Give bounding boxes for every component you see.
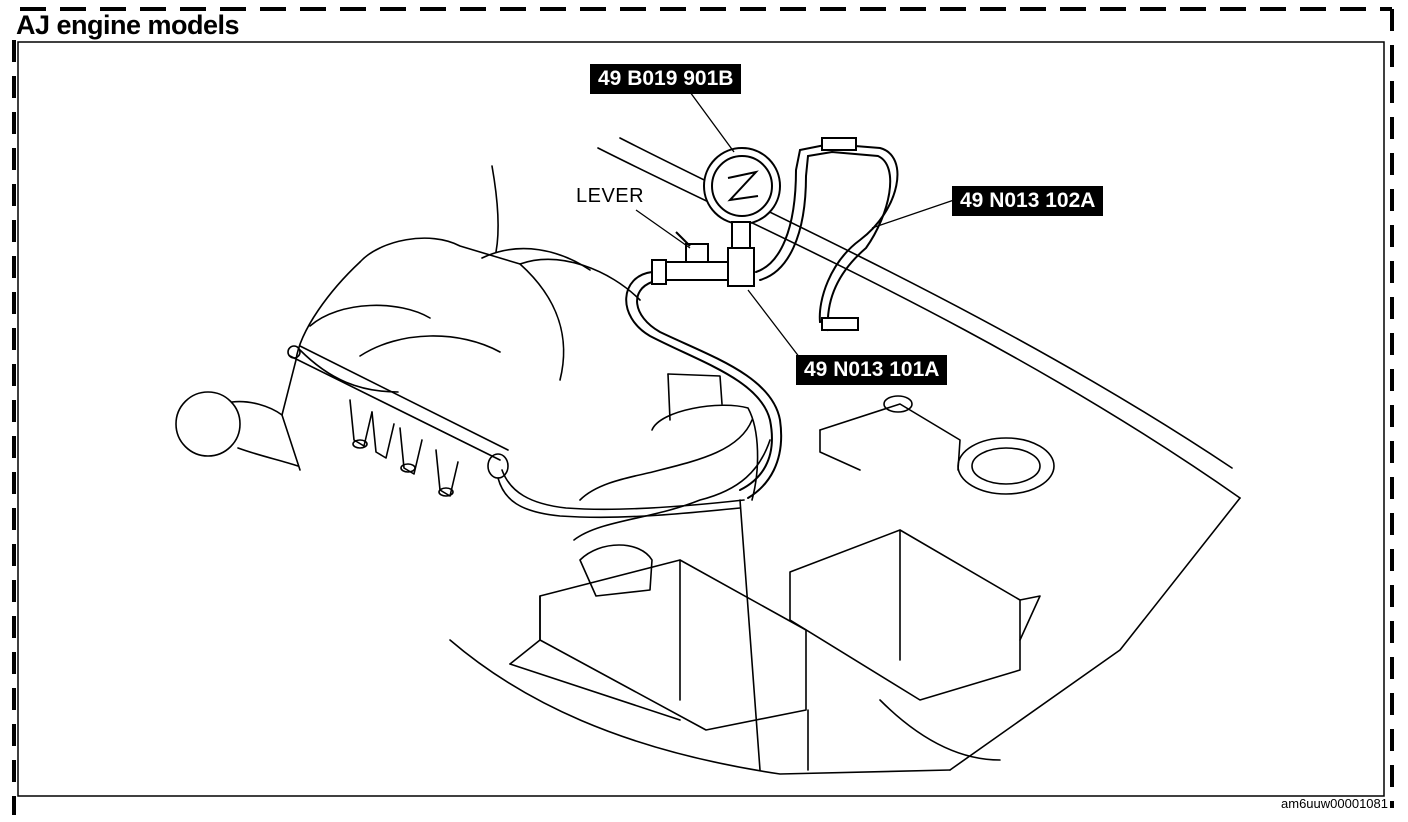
- engine-line-art: [175, 137, 1241, 775]
- callout-adapter: 49 N013 101A: [796, 355, 948, 385]
- callout-hose: 49 N013 102A: [952, 186, 1104, 216]
- figure-id: am6uuw00001081: [1281, 796, 1388, 811]
- callout-gauge: 49 B019 901B: [590, 64, 742, 94]
- outer-dashed-border: [12, 7, 1394, 815]
- leader-lines: [635, 91, 955, 359]
- lever-valve-icon: [651, 231, 729, 285]
- injectors: [349, 399, 459, 497]
- page-title: AJ engine models: [16, 10, 240, 40]
- fuel-hose-icon: [625, 137, 899, 499]
- inner-frame: [17, 41, 1385, 797]
- lever-label: LEVER: [576, 185, 645, 207]
- pressure-gauge-icon: [703, 147, 781, 287]
